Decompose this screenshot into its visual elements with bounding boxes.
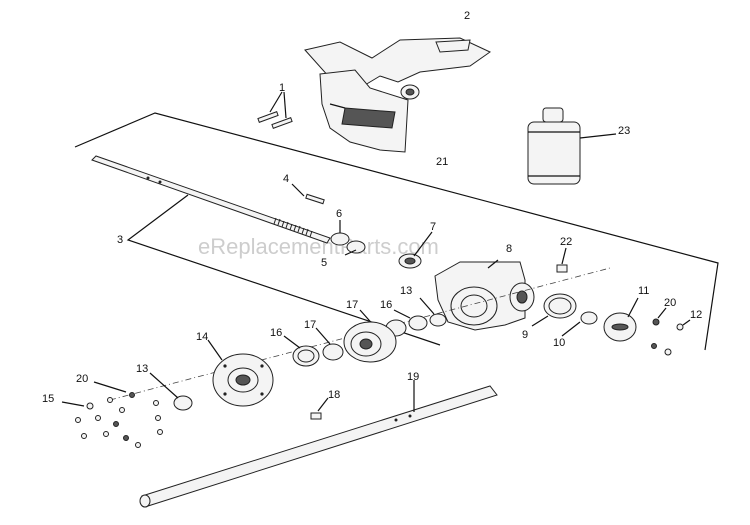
callout-9: 9 <box>522 329 528 341</box>
callout-2: 2 <box>464 10 470 22</box>
callout-17-upper: 17 <box>346 299 358 311</box>
part-cover <box>603 297 639 342</box>
callout-17-lower: 17 <box>304 319 316 331</box>
part-gear-case <box>434 259 535 331</box>
callout-4: 4 <box>283 173 289 185</box>
callout-11: 11 <box>638 285 649 297</box>
callout-labels: 1 2 3 4 5 6 7 8 9 10 11 12 13 13 14 15 1… <box>42 10 702 405</box>
callout-6: 6 <box>336 208 342 220</box>
part-pins <box>257 91 293 129</box>
callout-21: 21 <box>436 156 448 168</box>
callout-20-left: 20 <box>76 373 88 385</box>
callout-5: 5 <box>321 257 327 269</box>
callout-22: 22 <box>560 236 572 248</box>
callout-15: 15 <box>42 393 54 405</box>
part-plug <box>556 247 568 273</box>
callout-3: 3 <box>117 234 123 246</box>
part-seal-lower <box>149 372 193 411</box>
callout-1: 1 <box>279 82 285 94</box>
callout-13-upper: 13 <box>400 285 412 297</box>
callout-16-upper: 16 <box>380 299 392 311</box>
part-rings-lower <box>283 327 344 367</box>
part-oil-bottle <box>527 107 617 185</box>
part-bushings <box>330 220 433 269</box>
part-worm-gear <box>343 321 397 363</box>
part-small-key <box>310 397 329 420</box>
callout-18: 18 <box>328 389 340 401</box>
callout-19: 19 <box>407 371 419 383</box>
centerline <box>109 267 611 401</box>
part-gasket-seal <box>531 293 598 337</box>
bracket-21 <box>74 112 719 351</box>
callout-23: 23 <box>618 125 630 137</box>
part-screws-left <box>61 381 163 448</box>
part-flange <box>207 339 274 407</box>
callout-14: 14 <box>196 331 208 343</box>
part-screws-right <box>651 307 691 356</box>
callout-16-lower: 16 <box>270 327 282 339</box>
callout-7: 7 <box>430 221 436 233</box>
part-impeller-housing <box>304 37 491 153</box>
callout-20-right: 20 <box>664 297 676 309</box>
bracket-lines <box>74 112 719 351</box>
callout-12: 12 <box>690 309 702 321</box>
bracket-3 <box>126 194 441 346</box>
part-key <box>291 183 325 205</box>
part-shaft <box>91 155 331 244</box>
callout-13-lower: 13 <box>136 363 148 375</box>
part-axle <box>139 380 498 508</box>
callout-10: 10 <box>553 337 565 349</box>
callout-8: 8 <box>506 243 512 255</box>
